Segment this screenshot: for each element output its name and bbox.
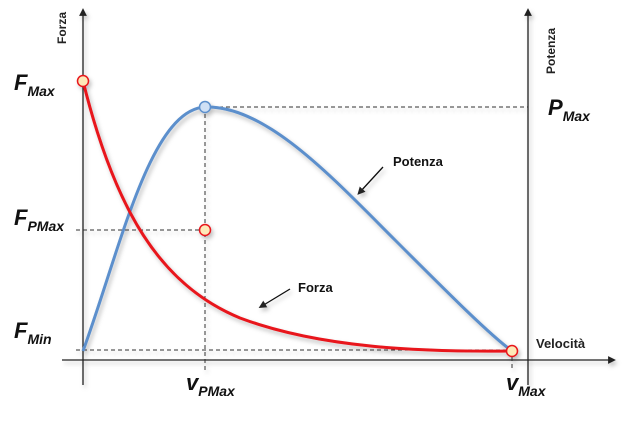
fpmax-marker [198, 223, 212, 237]
fmax-marker [76, 74, 90, 88]
pmax-label: PMax [548, 95, 591, 124]
force-curve [81, 80, 513, 353]
potenza-annotation: Potenza [393, 154, 444, 169]
potenza-pointer-arrow [357, 166, 384, 195]
vmax-marker [505, 344, 519, 358]
pmax-marker [198, 100, 212, 114]
fpmax-label: FPMax [14, 205, 65, 234]
forza-annotation: Forza [298, 280, 333, 295]
vmax-label: vMax [506, 370, 547, 399]
x-axis-title: Velocità [536, 336, 586, 351]
fmin-label: FMin [14, 318, 52, 347]
forza-pointer-arrow [258, 288, 291, 309]
power-curve [81, 105, 513, 353]
right-axis-title: Potenza [544, 28, 558, 74]
left-axis-title: Forza [55, 12, 69, 44]
fmax-label: FMax [14, 70, 56, 99]
vpmax-label: vPMax [186, 370, 236, 399]
